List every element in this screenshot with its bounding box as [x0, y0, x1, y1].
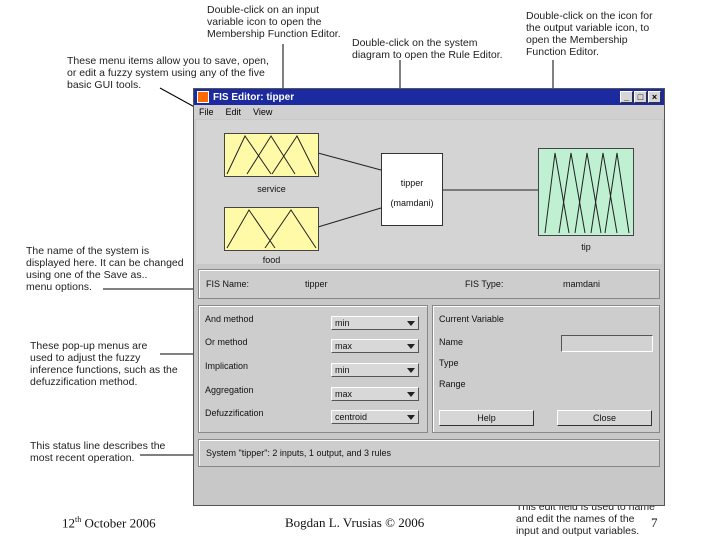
chevron-down-icon	[407, 392, 415, 397]
aggregation-value: max	[335, 389, 353, 399]
variable-name-label: Name	[439, 337, 464, 347]
close-button[interactable]: Close	[557, 410, 652, 426]
and-method-label: And method	[205, 314, 254, 324]
or-method-popup[interactable]: max	[331, 339, 419, 353]
input-label-service: service	[257, 184, 286, 194]
system-diagram: service food tipper (mamdani) tip	[196, 120, 662, 265]
system-block-name: tipper	[400, 178, 424, 188]
implication-value: min	[335, 365, 350, 375]
fis-type-value: mamdani	[563, 279, 601, 289]
footer-page-number: 7	[651, 515, 658, 530]
fis-name-label: FIS Name:	[206, 279, 250, 289]
annotation-system-name: The name of the system is displayed here…	[26, 245, 184, 293]
system-block-type: (mamdani)	[390, 198, 434, 208]
annotation-popup-menus: These pop-up menus are used to adjust th…	[30, 340, 178, 388]
input-variable-service[interactable]	[224, 133, 319, 177]
window-title: FIS Editor: tipper	[213, 91, 295, 103]
implication-popup[interactable]: min	[331, 363, 419, 377]
footer-author: Bogdan L. Vrusias © 2006	[285, 515, 425, 530]
annotation-menu-items: These menu items allow you to save, open…	[67, 55, 269, 91]
current-variable-panel: Current Variable Name Type Range Help Cl…	[432, 305, 660, 433]
fis-type-label: FIS Type:	[465, 279, 504, 289]
annotation-edit-field: This edit field is used to name and edit…	[516, 501, 655, 537]
menu-file[interactable]: File	[199, 107, 214, 117]
annotation-output-mf: Double-click on the icon for the output …	[526, 10, 653, 58]
variable-range-label: Range	[439, 379, 466, 389]
help-button[interactable]: Help	[439, 410, 534, 426]
matlab-app-icon	[197, 91, 209, 103]
and-method-value: min	[335, 318, 350, 328]
menu-edit[interactable]: Edit	[225, 107, 242, 117]
membership-function-icon	[226, 209, 317, 249]
current-variable-title: Current Variable	[439, 314, 504, 324]
minimize-button[interactable]: _	[620, 91, 633, 103]
or-method-value: max	[335, 341, 353, 351]
or-method-label: Or method	[205, 337, 248, 347]
annotation-status-line: This status line describes the most rece…	[30, 440, 166, 464]
aggregation-popup[interactable]: max	[331, 387, 419, 401]
defuzzification-popup[interactable]: centroid	[331, 410, 419, 424]
footer-date-suffix: th	[75, 515, 82, 524]
implication-label: Implication	[205, 361, 249, 371]
annotation-system-diagram: Double-click on the system diagram to op…	[352, 37, 503, 61]
menubar: File Edit View	[194, 105, 664, 119]
system-block[interactable]: tipper (mamdani)	[381, 153, 443, 226]
output-label-tip: tip	[581, 242, 591, 252]
footer-date-rest: October 2006	[81, 515, 156, 531]
status-line: System "tipper": 2 inputs, 1 output, and…	[198, 439, 660, 467]
window-titlebar[interactable]: FIS Editor: tipper _ □ ×	[194, 89, 664, 105]
defuzzification-label: Defuzzification	[205, 408, 264, 418]
chevron-down-icon	[407, 321, 415, 326]
annotation-input-mf: Double-click on an input variable icon t…	[207, 4, 341, 40]
fis-info-panel: FIS Name: tipper FIS Type: mamdani	[198, 269, 660, 299]
diagram-connectors	[317, 152, 538, 228]
output-variable-tip[interactable]	[538, 148, 634, 236]
fis-editor-window: FIS Editor: tipper _ □ × File Edit View …	[193, 88, 665, 506]
close-window-button[interactable]: ×	[648, 91, 661, 103]
menu-view[interactable]: View	[253, 107, 273, 117]
status-text: System "tipper": 2 inputs, 1 output, and…	[206, 448, 391, 458]
defuzzification-value: centroid	[335, 412, 368, 422]
maximize-button[interactable]: □	[634, 91, 647, 103]
aggregation-label: Aggregation	[205, 385, 254, 395]
chevron-down-icon	[407, 368, 415, 373]
chevron-down-icon	[407, 415, 415, 420]
membership-function-icon	[226, 134, 317, 175]
methods-panel: And method min Or method max Implication…	[198, 305, 428, 433]
membership-function-icon	[544, 152, 630, 234]
and-method-popup[interactable]: min	[331, 316, 419, 330]
variable-name-field[interactable]	[561, 335, 653, 352]
footer-date-day: 12	[62, 515, 75, 531]
input-label-food: food	[262, 255, 281, 265]
footer-date: 12th October 2006	[62, 515, 156, 531]
variable-type-label: Type	[439, 358, 459, 368]
fis-name-value: tipper	[305, 279, 328, 289]
chevron-down-icon	[407, 344, 415, 349]
input-variable-food[interactable]	[224, 207, 319, 251]
